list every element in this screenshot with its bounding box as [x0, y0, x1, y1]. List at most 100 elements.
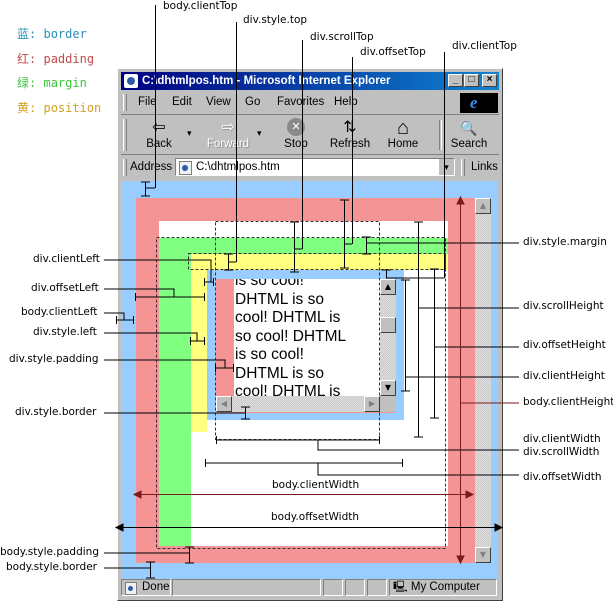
div-scroll-left-button[interactable]: ◀: [216, 396, 232, 412]
label-div-client-left: div.clientLeft: [33, 253, 100, 265]
leader-div-offset-height: [430, 268, 519, 419]
forward-dropdown-icon[interactable]: ▾: [257, 128, 262, 138]
status-text: Done: [142, 581, 170, 593]
div-scroll-thumb[interactable]: [380, 317, 396, 333]
back-dropdown-icon[interactable]: ▾: [187, 128, 192, 138]
div-vertical-scrollbar[interactable]: ▲ ▼: [380, 279, 396, 396]
legend-cn: 蓝: [17, 27, 30, 41]
home-icon: ⌂: [396, 117, 410, 139]
window-title: C:\dhtmlpos.htm - Microsoft Internet Exp…: [142, 75, 391, 87]
menu-bar: File Edit View Go Favorites Help e: [121, 92, 499, 115]
body-client-width-arrow: [132, 490, 475, 499]
div-scroll-down-button[interactable]: ▼: [380, 380, 396, 396]
leader-div-scroll-top: [290, 40, 303, 273]
leader-body-client-left: [104, 312, 134, 324]
div-horizontal-scrollbar[interactable]: ◀ ▶: [216, 396, 380, 412]
label-div-offset-top: div.offsetTop: [360, 46, 426, 58]
stop-button[interactable]: ✕ Stop: [278, 118, 314, 150]
status-done: Done: [121, 579, 171, 596]
back-label: Back: [146, 138, 172, 150]
grip: [123, 159, 127, 176]
status-cell: [367, 579, 387, 596]
menu-edit[interactable]: Edit: [172, 96, 192, 108]
search-icon: 🔍: [460, 120, 478, 136]
legend-sep: :: [29, 27, 37, 41]
status-bar: Done 🖳 My Computer: [121, 579, 499, 597]
leader-div-style-border: [104, 406, 250, 420]
div-offset-outline: [188, 253, 446, 270]
forward-button[interactable]: ⇨ Forward: [203, 118, 253, 150]
search-label: Search: [450, 138, 488, 150]
forward-label: Forward: [206, 138, 250, 150]
page-scroll-up-button[interactable]: ▲: [475, 198, 491, 214]
leader-div-client-height: [401, 279, 519, 392]
div-text: is so cool! DHTML is so cool! DHTML is s…: [235, 279, 346, 396]
leader-div-scroll-height: [414, 221, 519, 438]
address-label: Address: [130, 161, 173, 173]
div-scroll-up-button[interactable]: ▲: [380, 279, 396, 295]
leader-div-style-top: [224, 22, 237, 271]
maximize-button[interactable]: □: [464, 74, 479, 87]
legend-padding: 红: padding: [17, 50, 94, 67]
label-body-style-padding: body.style.padding: [0, 546, 99, 558]
legend-sep: :: [29, 76, 37, 90]
label-div-client-height: div.clientHeight: [523, 370, 605, 382]
page-scroll-down-button[interactable]: ▼: [475, 547, 491, 563]
label-div-client-width: div.clientWidth: [523, 433, 601, 445]
legend-term: padding: [43, 52, 95, 66]
address-input[interactable]: C:\dhtmlpos.htm ▾: [175, 158, 455, 176]
label-body-style-border: body.style.border: [6, 561, 97, 573]
leader-body-client-top: [141, 5, 156, 197]
div-text-line: cool! DHTML is: [235, 383, 341, 396]
refresh-button[interactable]: ⇅ Refresh: [328, 118, 372, 150]
home-button[interactable]: ⌂ Home: [385, 118, 421, 150]
legend-margin: 绿: margin: [17, 74, 87, 91]
body-client-height-arrow: [456, 195, 465, 565]
menu-go[interactable]: Go: [245, 96, 261, 108]
status-cell: [345, 579, 365, 596]
leader-body-style-padding: [104, 546, 194, 564]
label-body-client-left: body.clientLeft: [21, 306, 98, 318]
label-div-scroll-height: div.scrollHeight: [523, 300, 604, 312]
div-text-line: DHTML is so: [235, 364, 324, 382]
minimize-button[interactable]: _: [448, 74, 463, 87]
div-position-top: [191, 254, 448, 270]
legend-sep: :: [29, 101, 37, 115]
menu-file[interactable]: File: [138, 96, 157, 108]
legend-term: border: [43, 27, 87, 41]
leader-body-style-border: [104, 561, 155, 579]
address-dropdown-icon[interactable]: ▾: [438, 159, 454, 175]
links-button[interactable]: Links: [471, 161, 498, 173]
legend-cn: 绿: [17, 76, 30, 90]
leader-div-client-left: [104, 259, 214, 286]
label-div-style-top: div.style.top: [243, 14, 308, 26]
browser-window: C:\dhtmlpos.htm - Microsoft Internet Exp…: [117, 68, 503, 601]
label-div-offset-height: div.offsetHeight: [523, 339, 606, 351]
legend-position: 黄: position: [17, 99, 101, 116]
label-body-client-top: body.clientTop: [163, 0, 238, 12]
label-body-offset-width: body.offsetWidth: [271, 511, 360, 523]
label-div-style-padding: div.style.padding: [9, 353, 99, 365]
menu-view[interactable]: View: [206, 96, 231, 108]
menu-favorites[interactable]: Favorites: [277, 96, 325, 108]
label-div-style-left: div.style.left: [33, 326, 97, 338]
ie-page-icon: [124, 74, 138, 88]
address-value: C:\dhtmlpos.htm: [196, 161, 280, 173]
label-div-offset-left: div.offsetLeft: [31, 282, 99, 294]
ie-logo: e: [460, 93, 498, 113]
home-label: Home: [387, 138, 419, 150]
grip: [123, 119, 127, 151]
close-button[interactable]: ×: [482, 74, 497, 87]
div-text-line: DHTML is so: [235, 290, 324, 308]
search-button[interactable]: 🔍 Search: [449, 118, 489, 150]
toolbar-separator: [439, 120, 442, 150]
div-content-area: is so cool! DHTML is so cool! DHTML is s…: [234, 279, 380, 396]
menu-help[interactable]: Help: [334, 96, 358, 108]
status-zone: 🖳 My Computer: [389, 579, 497, 596]
leader-div-style-margin: [362, 236, 519, 255]
page-vertical-scrollbar[interactable]: ▲ ▼: [475, 198, 491, 563]
status-cell: [323, 579, 343, 596]
grip: [123, 94, 127, 111]
title-bar[interactable]: C:\dhtmlpos.htm - Microsoft Internet Exp…: [121, 72, 499, 90]
div-text-line: is so cool!: [235, 346, 304, 363]
